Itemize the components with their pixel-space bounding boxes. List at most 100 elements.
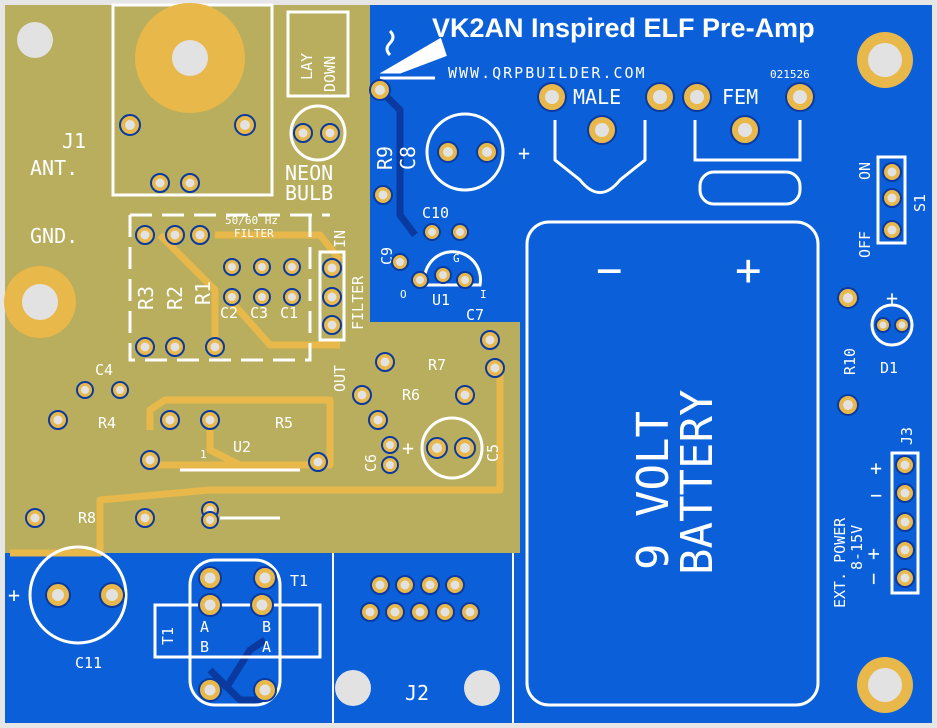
drill-hole <box>386 461 394 469</box>
soldering-iron-logo <box>379 29 447 80</box>
t1-b-top: B <box>262 618 271 636</box>
mounting-holes <box>17 22 913 713</box>
j1-label: J1 <box>62 129 86 153</box>
drill-hole <box>204 572 216 584</box>
drill-hole <box>327 292 337 302</box>
power-plus-2: + <box>861 548 885 560</box>
u1-label: U1 <box>432 291 450 309</box>
r3-label: R3 <box>134 286 158 310</box>
c6-label: C6 <box>362 454 380 472</box>
t1-b-bottom: B <box>200 638 209 656</box>
drill-hole <box>843 400 853 410</box>
drill-hole <box>887 193 897 203</box>
drill-hole <box>185 178 195 188</box>
drill-hole <box>396 258 404 266</box>
gnd-label: GND. <box>30 224 78 248</box>
c4-label: C4 <box>95 361 113 379</box>
drill-hole <box>140 513 150 523</box>
u1-g: G <box>453 252 460 265</box>
drill-hole <box>738 123 752 137</box>
power-plus-1: + <box>870 456 882 480</box>
t1-label-top: T1 <box>290 572 308 590</box>
drill-hole <box>256 599 268 611</box>
drill-hole <box>170 230 180 240</box>
battery-line1: 9 VOLT <box>628 411 679 570</box>
drill-hole <box>313 457 323 467</box>
drill-hole <box>140 230 150 240</box>
drill-hole <box>450 580 460 590</box>
drill-hole <box>428 228 436 236</box>
drill-hole <box>125 120 135 130</box>
drill-hole <box>155 178 165 188</box>
drill-hole <box>195 230 205 240</box>
r8-label: R8 <box>78 509 96 527</box>
r7-label: R7 <box>428 356 446 374</box>
drill-hole <box>416 276 424 284</box>
switch-off-label: OFF <box>856 231 874 258</box>
drill-hole <box>900 517 910 527</box>
drill-hole <box>465 607 475 617</box>
c3-label: C3 <box>250 304 268 322</box>
filter-out-label: OUT <box>331 365 349 392</box>
drill-hole <box>327 320 337 330</box>
drill-hole <box>460 443 470 453</box>
d1-plus: + <box>886 286 898 310</box>
drill-hole <box>259 684 271 696</box>
r2-label: R2 <box>163 286 187 310</box>
drill-hole <box>106 589 118 601</box>
c8-label: C8 <box>396 146 420 170</box>
ground-plane <box>5 5 520 553</box>
drill-hole <box>653 90 667 104</box>
drill-hole <box>210 342 220 352</box>
drill-hole <box>81 386 89 394</box>
drill-hole <box>375 580 385 590</box>
c5-plus: + <box>402 436 414 460</box>
drill-hole <box>165 415 175 425</box>
drill-hole <box>288 293 296 301</box>
drill-hole <box>258 263 266 271</box>
drill-hole <box>357 390 367 400</box>
drill-hole <box>461 276 469 284</box>
filter-filter-label: FILTER <box>349 275 367 330</box>
drill-hole <box>485 335 495 345</box>
t1-a-top: A <box>200 618 209 636</box>
drill-hole <box>140 342 150 352</box>
drill-hole <box>460 390 470 400</box>
drill-hole <box>482 147 492 157</box>
drill-hole <box>378 190 388 200</box>
drill-hole <box>595 123 609 137</box>
s1-label: S1 <box>911 194 929 212</box>
power-minus-1: − <box>870 483 882 507</box>
drill-hole <box>365 607 375 617</box>
drill-hole <box>400 580 410 590</box>
drill-hole <box>887 225 897 235</box>
drill-hole <box>900 488 910 498</box>
drill-hole <box>490 363 500 373</box>
power-line1: EXT. POWER <box>831 517 849 608</box>
drill-hole <box>258 293 266 301</box>
drill-hole <box>259 572 271 584</box>
c11-plus: + <box>8 583 20 607</box>
drill-hole <box>415 607 425 617</box>
drill-hole <box>205 415 215 425</box>
drill-hole <box>170 342 180 352</box>
board-title: VK2AN Inspired ELF Pre-Amp <box>432 13 815 43</box>
battery-minus: − <box>596 245 623 296</box>
d1-label: D1 <box>880 359 898 377</box>
male-label: MALE <box>573 85 621 109</box>
drill-hole <box>375 85 385 95</box>
j3-label: J3 <box>898 427 916 445</box>
r1-label: R1 <box>191 281 215 305</box>
neon-label: NEON <box>285 161 333 185</box>
u1-o: O <box>400 288 407 301</box>
drill-hole <box>206 516 214 524</box>
drill-hole <box>298 128 308 138</box>
power-minus-2: − <box>861 573 885 585</box>
battery-plus: + <box>735 245 762 296</box>
drill-hole <box>443 147 453 157</box>
lay-label: LAY <box>298 53 316 80</box>
drill-hole <box>793 90 807 104</box>
drill-hole <box>425 580 435 590</box>
drill-hole <box>456 228 464 236</box>
drill-hole <box>288 263 296 271</box>
